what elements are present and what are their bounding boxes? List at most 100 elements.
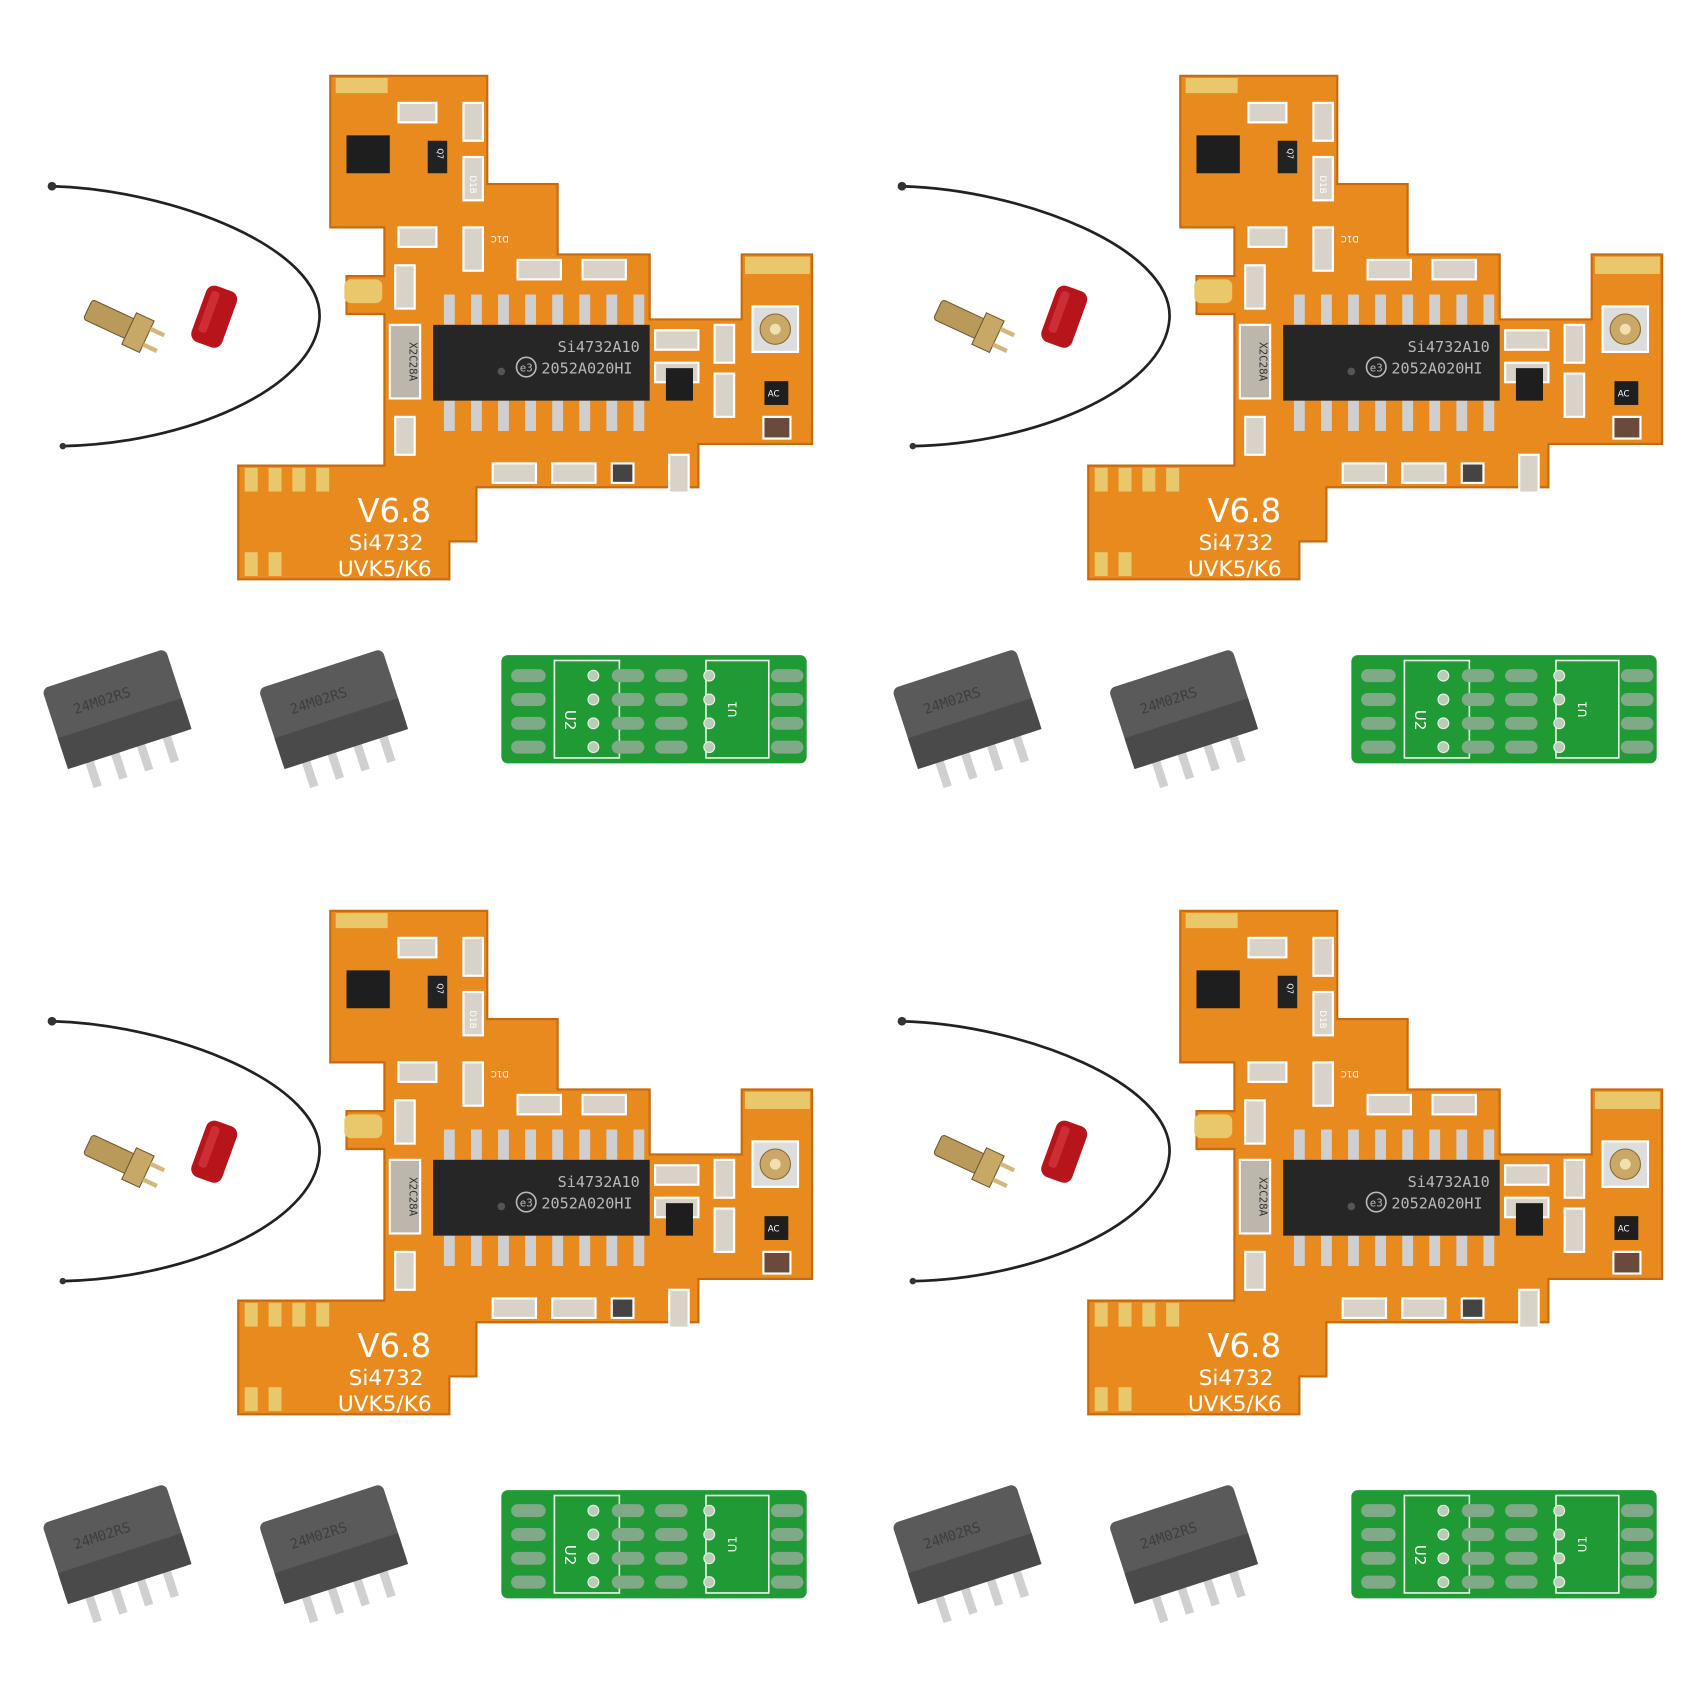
svg-text:e3: e3 (520, 361, 533, 374)
eeprom-chip: 24M02RS (1110, 650, 1259, 789)
sma-connector (83, 1134, 166, 1189)
crystal (1238, 1158, 1272, 1235)
kit-illustration: Q7 AC D1B D1C X2C28A (43, 74, 814, 789)
ic-pins (1293, 294, 1495, 431)
eeprom-chip: 24M02RS (1110, 1485, 1259, 1624)
red-dust-cap (191, 1120, 238, 1183)
adapter-pcb: U2 U1 (1351, 655, 1657, 764)
ufl-plug-icon (897, 181, 907, 191)
svg-text:D1C: D1C (491, 1068, 509, 1078)
svg-text:U2: U2 (561, 1545, 579, 1566)
svg-text:AC: AC (1618, 389, 1630, 399)
antenna-cable (901, 1019, 1171, 1283)
svg-text:2052A020HI: 2052A020HI (541, 1195, 632, 1213)
si4732-flex-pcb: Q7 AC D1B D1C X2C28A (237, 74, 814, 582)
regulator-chip (1196, 970, 1240, 1009)
svg-text:Si4732A10: Si4732A10 (1408, 338, 1490, 356)
ic-pins (443, 294, 645, 431)
svg-text:U2: U2 (1411, 1545, 1429, 1566)
antenna-cable (51, 1019, 321, 1283)
svg-text:D1C: D1C (1341, 1068, 1359, 1078)
svg-text:e3: e3 (1370, 1196, 1383, 1209)
svg-text:D1C: D1C (491, 233, 509, 243)
crystal (388, 1158, 422, 1235)
svg-text:Q7: Q7 (1285, 983, 1294, 994)
kit-3: Q7 AC D1B D1C X2C28A (0, 835, 850, 1685)
svg-text:D1C: D1C (1341, 233, 1359, 243)
svg-text:AC: AC (768, 389, 780, 399)
adapter-pcb: U2 U1 (1351, 1490, 1657, 1599)
svg-text:AC: AC (768, 1224, 780, 1234)
svg-text:D1B: D1B (467, 1010, 477, 1028)
eeprom-chip: 24M02RS (260, 650, 409, 789)
svg-text:Si4732A10: Si4732A10 (558, 338, 640, 356)
sma-connector (83, 299, 166, 354)
crystal (388, 323, 422, 400)
red-dust-cap (1041, 285, 1088, 348)
svg-text:U2: U2 (561, 710, 579, 731)
svg-text:X2C28A: X2C28A (1256, 1177, 1269, 1217)
svg-text:U2: U2 (1411, 710, 1429, 731)
eeprom-chip: 24M02RS (893, 1485, 1042, 1624)
svg-text:2052A020HI: 2052A020HI (1391, 1195, 1482, 1213)
svg-text:2052A020HI: 2052A020HI (541, 360, 632, 378)
svg-text:Si4732: Si4732 (349, 531, 424, 556)
svg-text:X2C28A: X2C28A (406, 1177, 419, 1217)
svg-text:V6.8: V6.8 (1207, 492, 1281, 530)
svg-text:UVK5/K6: UVK5/K6 (338, 1392, 432, 1417)
regulator-chip (346, 970, 390, 1009)
svg-text:AC: AC (1618, 1224, 1630, 1234)
svg-text:D1B: D1B (1317, 175, 1327, 193)
svg-text:e3: e3 (520, 1196, 533, 1209)
svg-text:Q7: Q7 (435, 983, 444, 994)
adapter-pcb: U2 U1 (501, 1490, 807, 1599)
kit-1: Q7 AC D1B D1C X2C28A (0, 0, 850, 850)
kit-illustration: Q7 AC D1B D1C X2C28A (893, 74, 1664, 789)
regulator-chip (346, 135, 390, 174)
eeprom-chip: 24M02RS (260, 1485, 409, 1624)
adapter-pcb: U2 U1 (501, 655, 807, 764)
svg-text:V6.8: V6.8 (1207, 1327, 1281, 1365)
kit-illustration: Q7 AC D1B D1C X2C28A (893, 909, 1664, 1624)
kit-2: Q7 AC D1B D1C X2C28A (850, 0, 1700, 850)
svg-text:2052A020HI: 2052A020HI (1391, 360, 1482, 378)
red-dust-cap (191, 285, 238, 348)
svg-text:V6.8: V6.8 (357, 1327, 431, 1365)
ic-pins (1293, 1129, 1495, 1266)
ic-pins (443, 1129, 645, 1266)
svg-text:U1: U1 (725, 1536, 739, 1552)
svg-text:U1: U1 (1575, 701, 1589, 717)
svg-text:U1: U1 (725, 701, 739, 717)
si4732-flex-pcb: Q7 AC D1B D1C X2C28A (1087, 74, 1664, 582)
eeprom-chip: 24M02RS (893, 650, 1042, 789)
antenna-cable (901, 184, 1171, 448)
svg-text:UVK5/K6: UVK5/K6 (338, 557, 432, 582)
ufl-plug-icon (47, 181, 57, 191)
svg-text:D1B: D1B (1317, 1010, 1327, 1028)
svg-text:UVK5/K6: UVK5/K6 (1188, 557, 1282, 582)
svg-text:Si4732: Si4732 (1199, 1366, 1274, 1391)
svg-text:Si4732: Si4732 (349, 1366, 424, 1391)
svg-text:X2C28A: X2C28A (406, 342, 419, 382)
si4732-flex-pcb: Q7 AC D1B D1C X2C28A (1087, 909, 1664, 1417)
svg-text:Si4732A10: Si4732A10 (558, 1173, 640, 1191)
kit-illustration: Q7 AC D1B D1C X2C28A (43, 909, 814, 1624)
svg-text:e3: e3 (1370, 361, 1383, 374)
si4732-ic (433, 324, 650, 401)
si4732-ic (433, 1159, 650, 1236)
ufl-plug-icon (897, 1016, 907, 1026)
sma-connector (933, 1134, 1016, 1189)
si4732-flex-pcb: Q7 AC D1B D1C X2C28A (237, 909, 814, 1417)
svg-text:D1B: D1B (467, 175, 477, 193)
crystal (1238, 323, 1272, 400)
svg-text:Q7: Q7 (1285, 148, 1294, 159)
eeprom-chip: 24M02RS (43, 1485, 192, 1624)
si4732-ic (1283, 1159, 1500, 1236)
regulator-chip (1196, 135, 1240, 174)
si4732-ic (1283, 324, 1500, 401)
svg-text:V6.8: V6.8 (357, 492, 431, 530)
svg-text:X2C28A: X2C28A (1256, 342, 1269, 382)
kit-4: Q7 AC D1B D1C X2C28A (850, 835, 1700, 1685)
svg-text:U1: U1 (1575, 1536, 1589, 1552)
ufl-plug-icon (47, 1016, 57, 1026)
